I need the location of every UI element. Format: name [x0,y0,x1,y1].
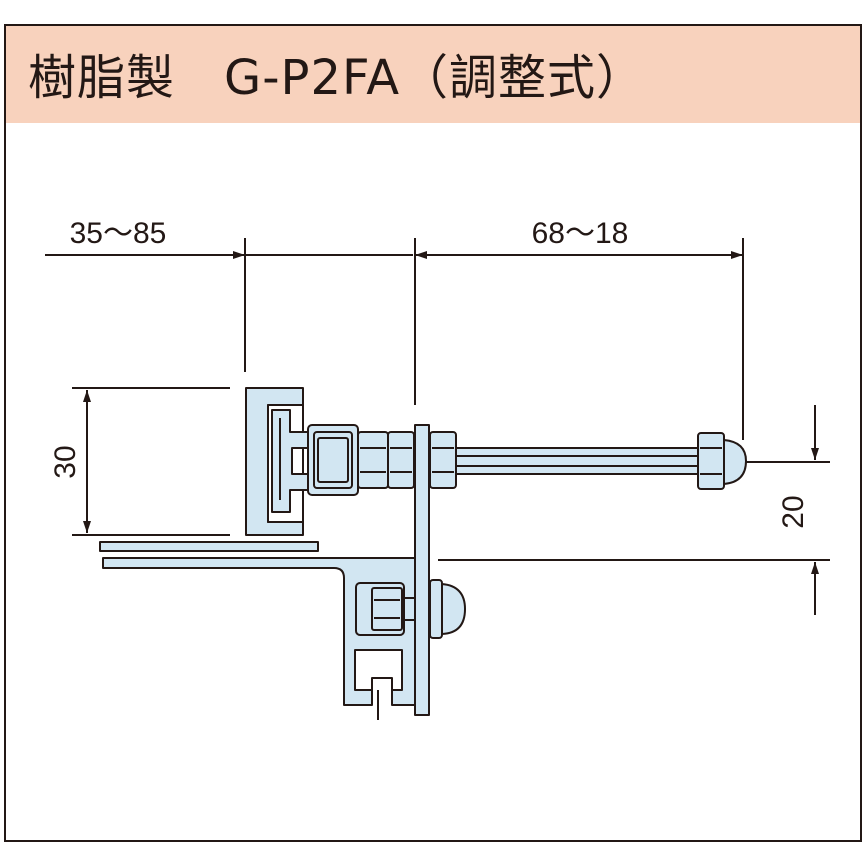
l-bracket [102,557,416,706]
t-slider [271,409,313,513]
lower-cap-dome [441,583,466,635]
dim-height: 30 [49,445,82,478]
dim-offset: 20 [777,495,810,528]
dim-left-range: 35～85 [70,217,167,250]
dim-right-range: 68～18 [532,217,629,250]
panel-plate [99,541,319,552]
lower-bolt-shank [403,597,416,621]
title-band: 樹脂製 G-P2FA（調整式） [6,26,860,123]
diagram-title: 樹脂製 G-P2FA（調整式） [28,50,646,106]
threaded-rod [455,447,699,475]
hex-nut-2 [387,431,415,489]
mechanical-parts [99,387,747,720]
hex-nut-1 [357,431,389,489]
cap-nut-dome [723,439,747,485]
cap-nut [697,432,725,490]
vertical-plate [414,424,430,716]
hex-nut-3 [429,431,457,489]
lower-channel [354,649,403,691]
lower-nut-right [429,579,443,639]
dimension-lines [45,238,830,615]
